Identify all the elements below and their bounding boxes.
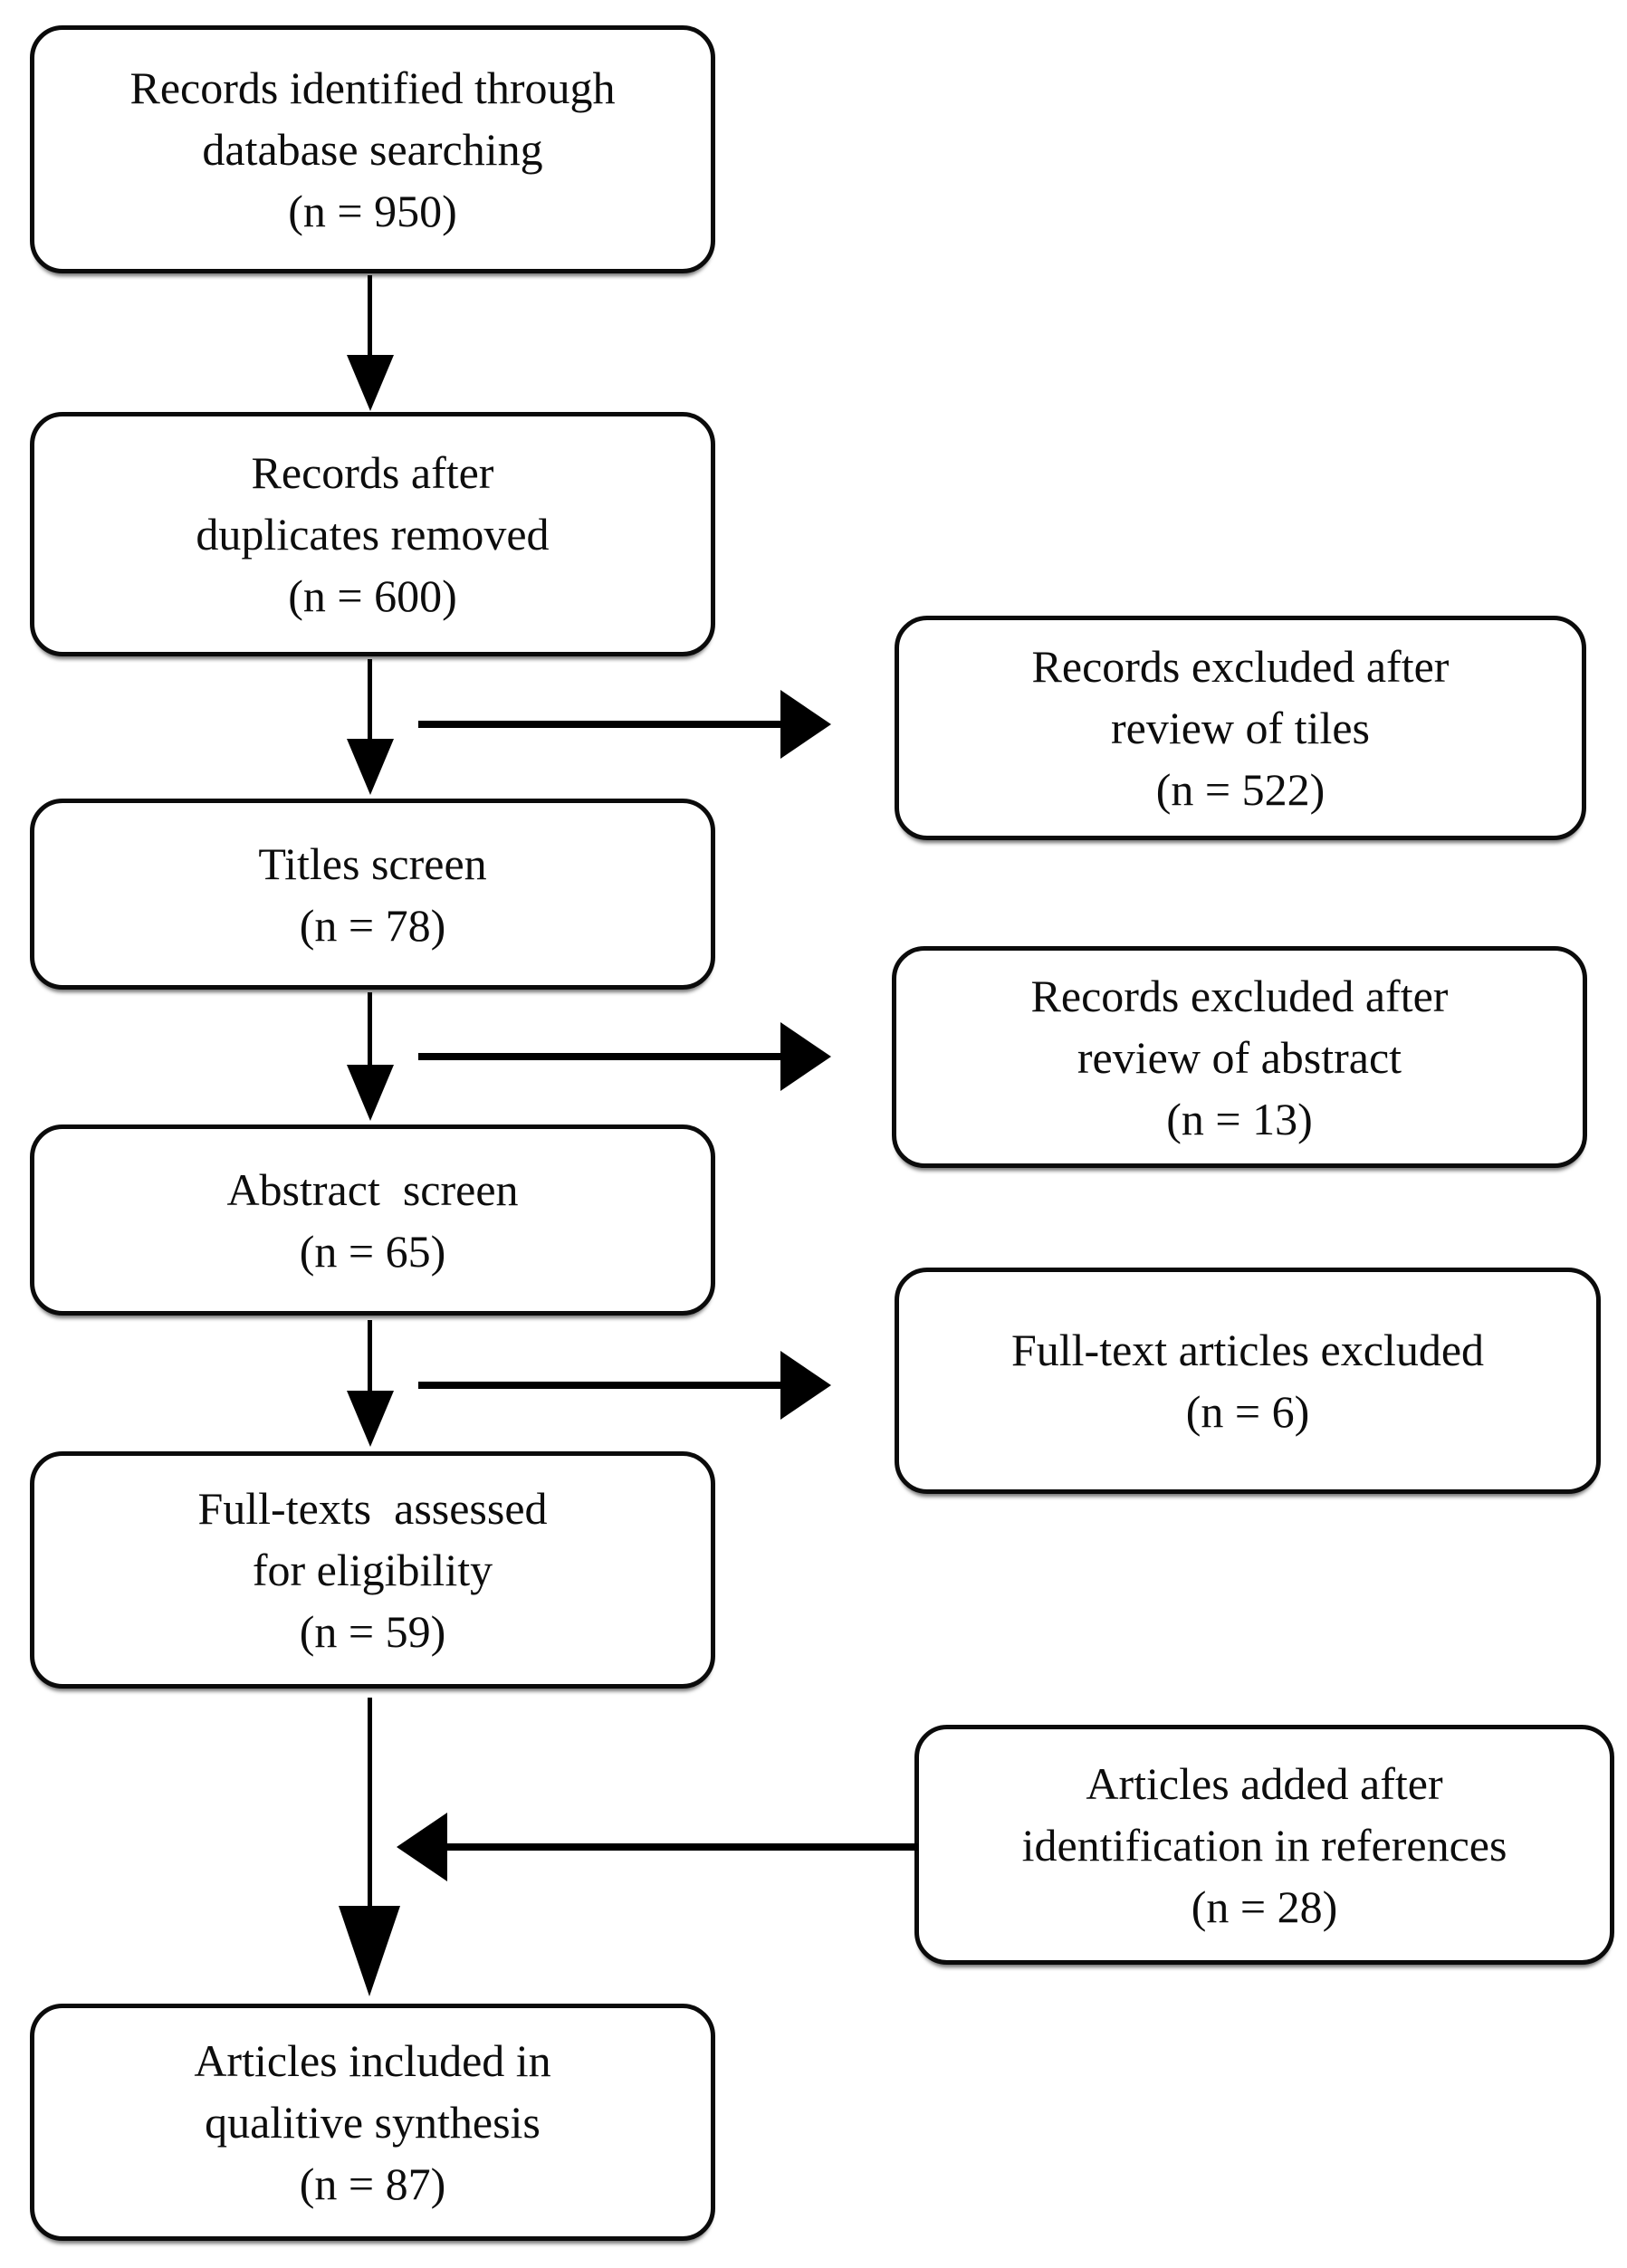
box-abstract-screen: Abstract screen (n = 65) bbox=[30, 1124, 715, 1316]
arrow-to-excluded-titles-stem bbox=[418, 721, 782, 728]
arrow-titles-to-abstract-head bbox=[347, 1065, 394, 1121]
arrow-abstract-to-fulltexts-stem bbox=[368, 1320, 372, 1392]
box-excluded-fulltext-text: Full-text articles excluded (n = 6) bbox=[1010, 1325, 1485, 1437]
box-duplicates-removed-text: Records after duplicates removed (n = 60… bbox=[196, 447, 550, 621]
arrow-duplicates-to-titles-stem bbox=[368, 659, 372, 741]
arrow-identified-to-duplicates-head bbox=[347, 355, 394, 411]
arrow-to-excluded-abstract-stem bbox=[418, 1053, 782, 1060]
box-added-from-references-text: Articles added after identification in r… bbox=[1021, 1757, 1507, 1932]
box-excluded-abstract-review-text: Records excluded after review of abstrac… bbox=[1030, 970, 1449, 1144]
box-abstract-screen-text: Abstract screen (n = 65) bbox=[226, 1163, 519, 1277]
arrow-to-excluded-titles-head bbox=[780, 690, 831, 759]
arrow-titles-to-abstract-stem bbox=[368, 992, 372, 1067]
box-duplicates-removed: Records after duplicates removed (n = 60… bbox=[30, 412, 715, 656]
arrow-identified-to-duplicates-stem bbox=[368, 275, 372, 357]
arrow-abstract-to-fulltexts-head bbox=[347, 1391, 394, 1447]
box-excluded-fulltext: Full-text articles excluded (n = 6) bbox=[895, 1268, 1601, 1494]
arrow-fulltexts-to-included-head bbox=[339, 1906, 400, 1996]
box-records-identified: Records identified through database sear… bbox=[30, 25, 715, 273]
box-articles-included-text: Articles included in qualitive synthesis… bbox=[194, 2035, 551, 2209]
arrow-to-excluded-fulltext-head bbox=[780, 1351, 831, 1420]
box-added-from-references: Articles added after identification in r… bbox=[914, 1725, 1614, 1965]
arrow-added-references-to-flow-head bbox=[397, 1813, 447, 1881]
box-excluded-titles-review-text: Records excluded after review of tiles (… bbox=[1031, 641, 1450, 815]
box-fulltexts-assessed-text: Full-texts assessed for eligibility (n =… bbox=[197, 1483, 548, 1657]
box-excluded-titles-review: Records excluded after review of tiles (… bbox=[895, 616, 1586, 840]
box-records-identified-text: Records identified through database sear… bbox=[129, 62, 616, 236]
arrow-to-excluded-abstract-head bbox=[780, 1022, 831, 1091]
box-fulltexts-assessed: Full-texts assessed for eligibility (n =… bbox=[30, 1451, 715, 1689]
arrow-added-references-to-flow-stem bbox=[447, 1843, 918, 1851]
box-titles-screen-text: Titles screen (n = 78) bbox=[258, 837, 487, 951]
arrow-duplicates-to-titles-head bbox=[347, 739, 394, 795]
box-excluded-abstract-review: Records excluded after review of abstrac… bbox=[892, 946, 1587, 1168]
arrow-to-excluded-fulltext-stem bbox=[418, 1382, 782, 1389]
arrow-fulltexts-to-included-stem bbox=[368, 1698, 372, 1908]
box-titles-screen: Titles screen (n = 78) bbox=[30, 799, 715, 990]
box-articles-included: Articles included in qualitive synthesis… bbox=[30, 2004, 715, 2241]
